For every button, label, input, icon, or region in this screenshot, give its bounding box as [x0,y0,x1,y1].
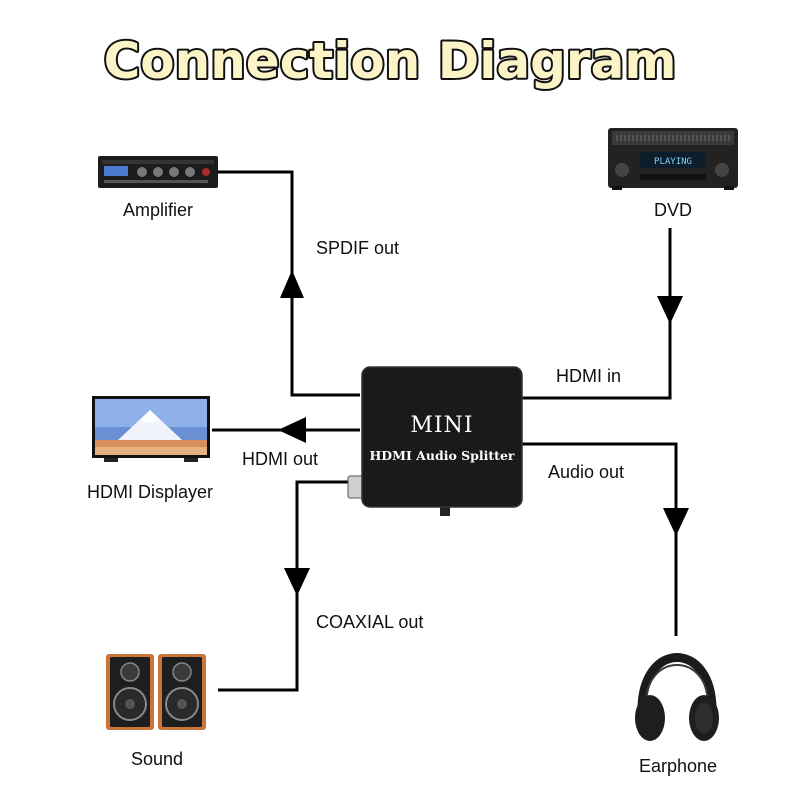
dvd-display-text: PLAYING [654,157,692,167]
coaxial-wire [218,480,348,692]
hdmi-displayer-label: HDMI Displayer [87,482,213,502]
arrows [278,270,689,596]
speaker-right-icon [158,654,206,730]
diagram-title: Connection Diagram [104,32,677,90]
dvd-label: DVD [654,200,692,220]
hdmi-in-label: HDMI in [556,366,621,386]
speaker-left-icon [106,654,154,730]
audio-out-label: Audio out [548,462,624,482]
hdmi-out-label: HDMI out [242,449,318,469]
hdmi-audio-splitter: MINI HDMI Audio Splitter [347,366,523,516]
splitter-port [440,500,450,516]
headphone-left-cup-icon [635,695,665,741]
amplifier-device [98,156,218,188]
dvd-device: PLAYING [608,128,738,190]
splitter-subtitle: HDMI Audio Splitter [369,448,514,463]
splitter-box [362,367,522,507]
audio-out-wire [522,442,678,636]
sound-label: Sound [131,749,183,769]
sound-device [106,654,206,730]
coaxial-out-label: COAXIAL out [316,612,423,632]
earphone-label: Earphone [639,756,717,776]
headphone-band-icon [637,653,717,715]
earphone-device [635,653,719,741]
splitter-title: MINI [410,413,473,438]
hdmi-out-left-arrow [278,417,306,443]
audio-out-down-arrow [663,508,689,536]
hdmi-displayer-device [92,396,210,462]
amplifier-label: Amplifier [123,200,193,220]
hdmi-in-down-arrow [657,296,683,324]
spdif-out-label: SPDIF out [316,238,399,258]
spdif-up-arrow [280,270,304,298]
coaxial-down-arrow [284,568,310,596]
hdmi-in-wire [522,228,672,400]
